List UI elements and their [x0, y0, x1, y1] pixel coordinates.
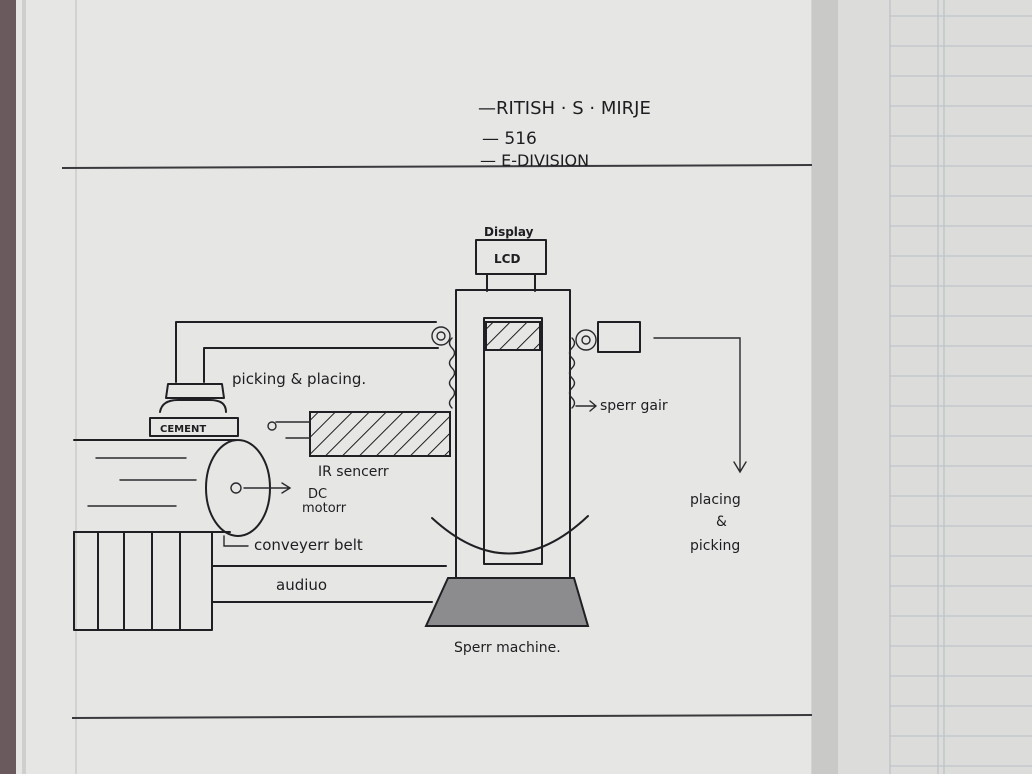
ir-sensor-label: IR sencerr [318, 464, 389, 480]
left-page [16, 0, 836, 774]
placing-label-line3: picking [690, 538, 740, 554]
slider-block [486, 322, 540, 350]
placing-label-line2: & [716, 514, 727, 530]
display-label: Display [484, 225, 534, 239]
arduino-label: audiuo [276, 576, 327, 594]
ir-sensor-body [310, 412, 450, 456]
dc-motor-label-line1: DC [308, 487, 327, 502]
cement-label: CEMENT [160, 424, 206, 435]
author-division: — E-DIVISION [480, 151, 589, 170]
machine-base [426, 578, 588, 626]
placing-label-line1: placing [690, 492, 741, 508]
picking-placing-label: picking & placing. [232, 370, 366, 388]
lcd-label: LCD [494, 252, 520, 266]
right-page [838, 0, 1032, 774]
spur-gear-label: sperr gair [600, 398, 668, 414]
book-gutter [812, 0, 842, 774]
spur-machine-label: Sperr machine. [454, 640, 561, 656]
author-name: —RITISH · S · MIRJE [478, 98, 651, 119]
dc-motor-label-line2: motorr [302, 501, 347, 516]
author-roll: — 516 [482, 129, 537, 149]
page-edge-shadow [22, 0, 26, 774]
conveyor-belt-label: conveyerr belt [254, 536, 363, 554]
